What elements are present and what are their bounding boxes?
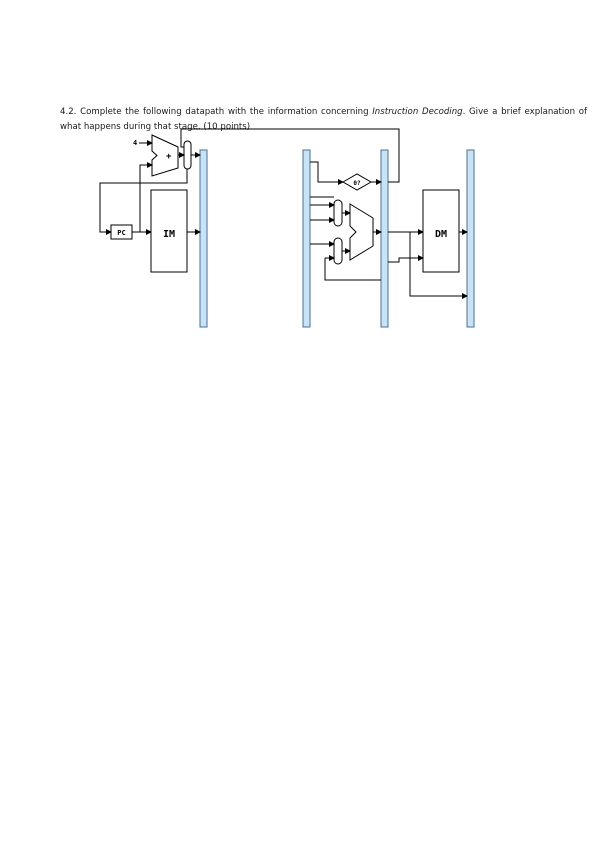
mem-wb-pipeline-register (466, 149, 475, 328)
next-pc-wire (99, 169, 188, 235)
instruction-memory (150, 189, 188, 273)
data-memory (422, 189, 460, 273)
dm-label: DM (435, 229, 447, 240)
question-prefix: 4.2. Complete the following datapath wit… (60, 106, 373, 117)
alu (349, 203, 374, 261)
alu-input-a-mux (333, 199, 343, 227)
alu-input-b-mux (333, 237, 343, 265)
ex-mem-pipeline-register (380, 149, 389, 328)
adder-plus-label: + (166, 152, 172, 162)
zero-test-label: 0? (353, 180, 361, 187)
branch-target-wire (180, 128, 400, 183)
question-suffix: . Give a brief explanation of what happe… (60, 106, 587, 132)
if-id-pipeline-register (199, 149, 208, 328)
pc-source-mux (183, 140, 192, 170)
pc-adder (151, 134, 179, 177)
question-emphasis: Instruction Decoding (372, 106, 463, 117)
pc-label: PC (117, 229, 125, 237)
id-ex-pipeline-register (302, 149, 311, 328)
im-label: IM (163, 229, 175, 240)
question-text: 4.2. Complete the following datapath wit… (60, 105, 587, 135)
constant-four-label: 4 (133, 139, 137, 147)
